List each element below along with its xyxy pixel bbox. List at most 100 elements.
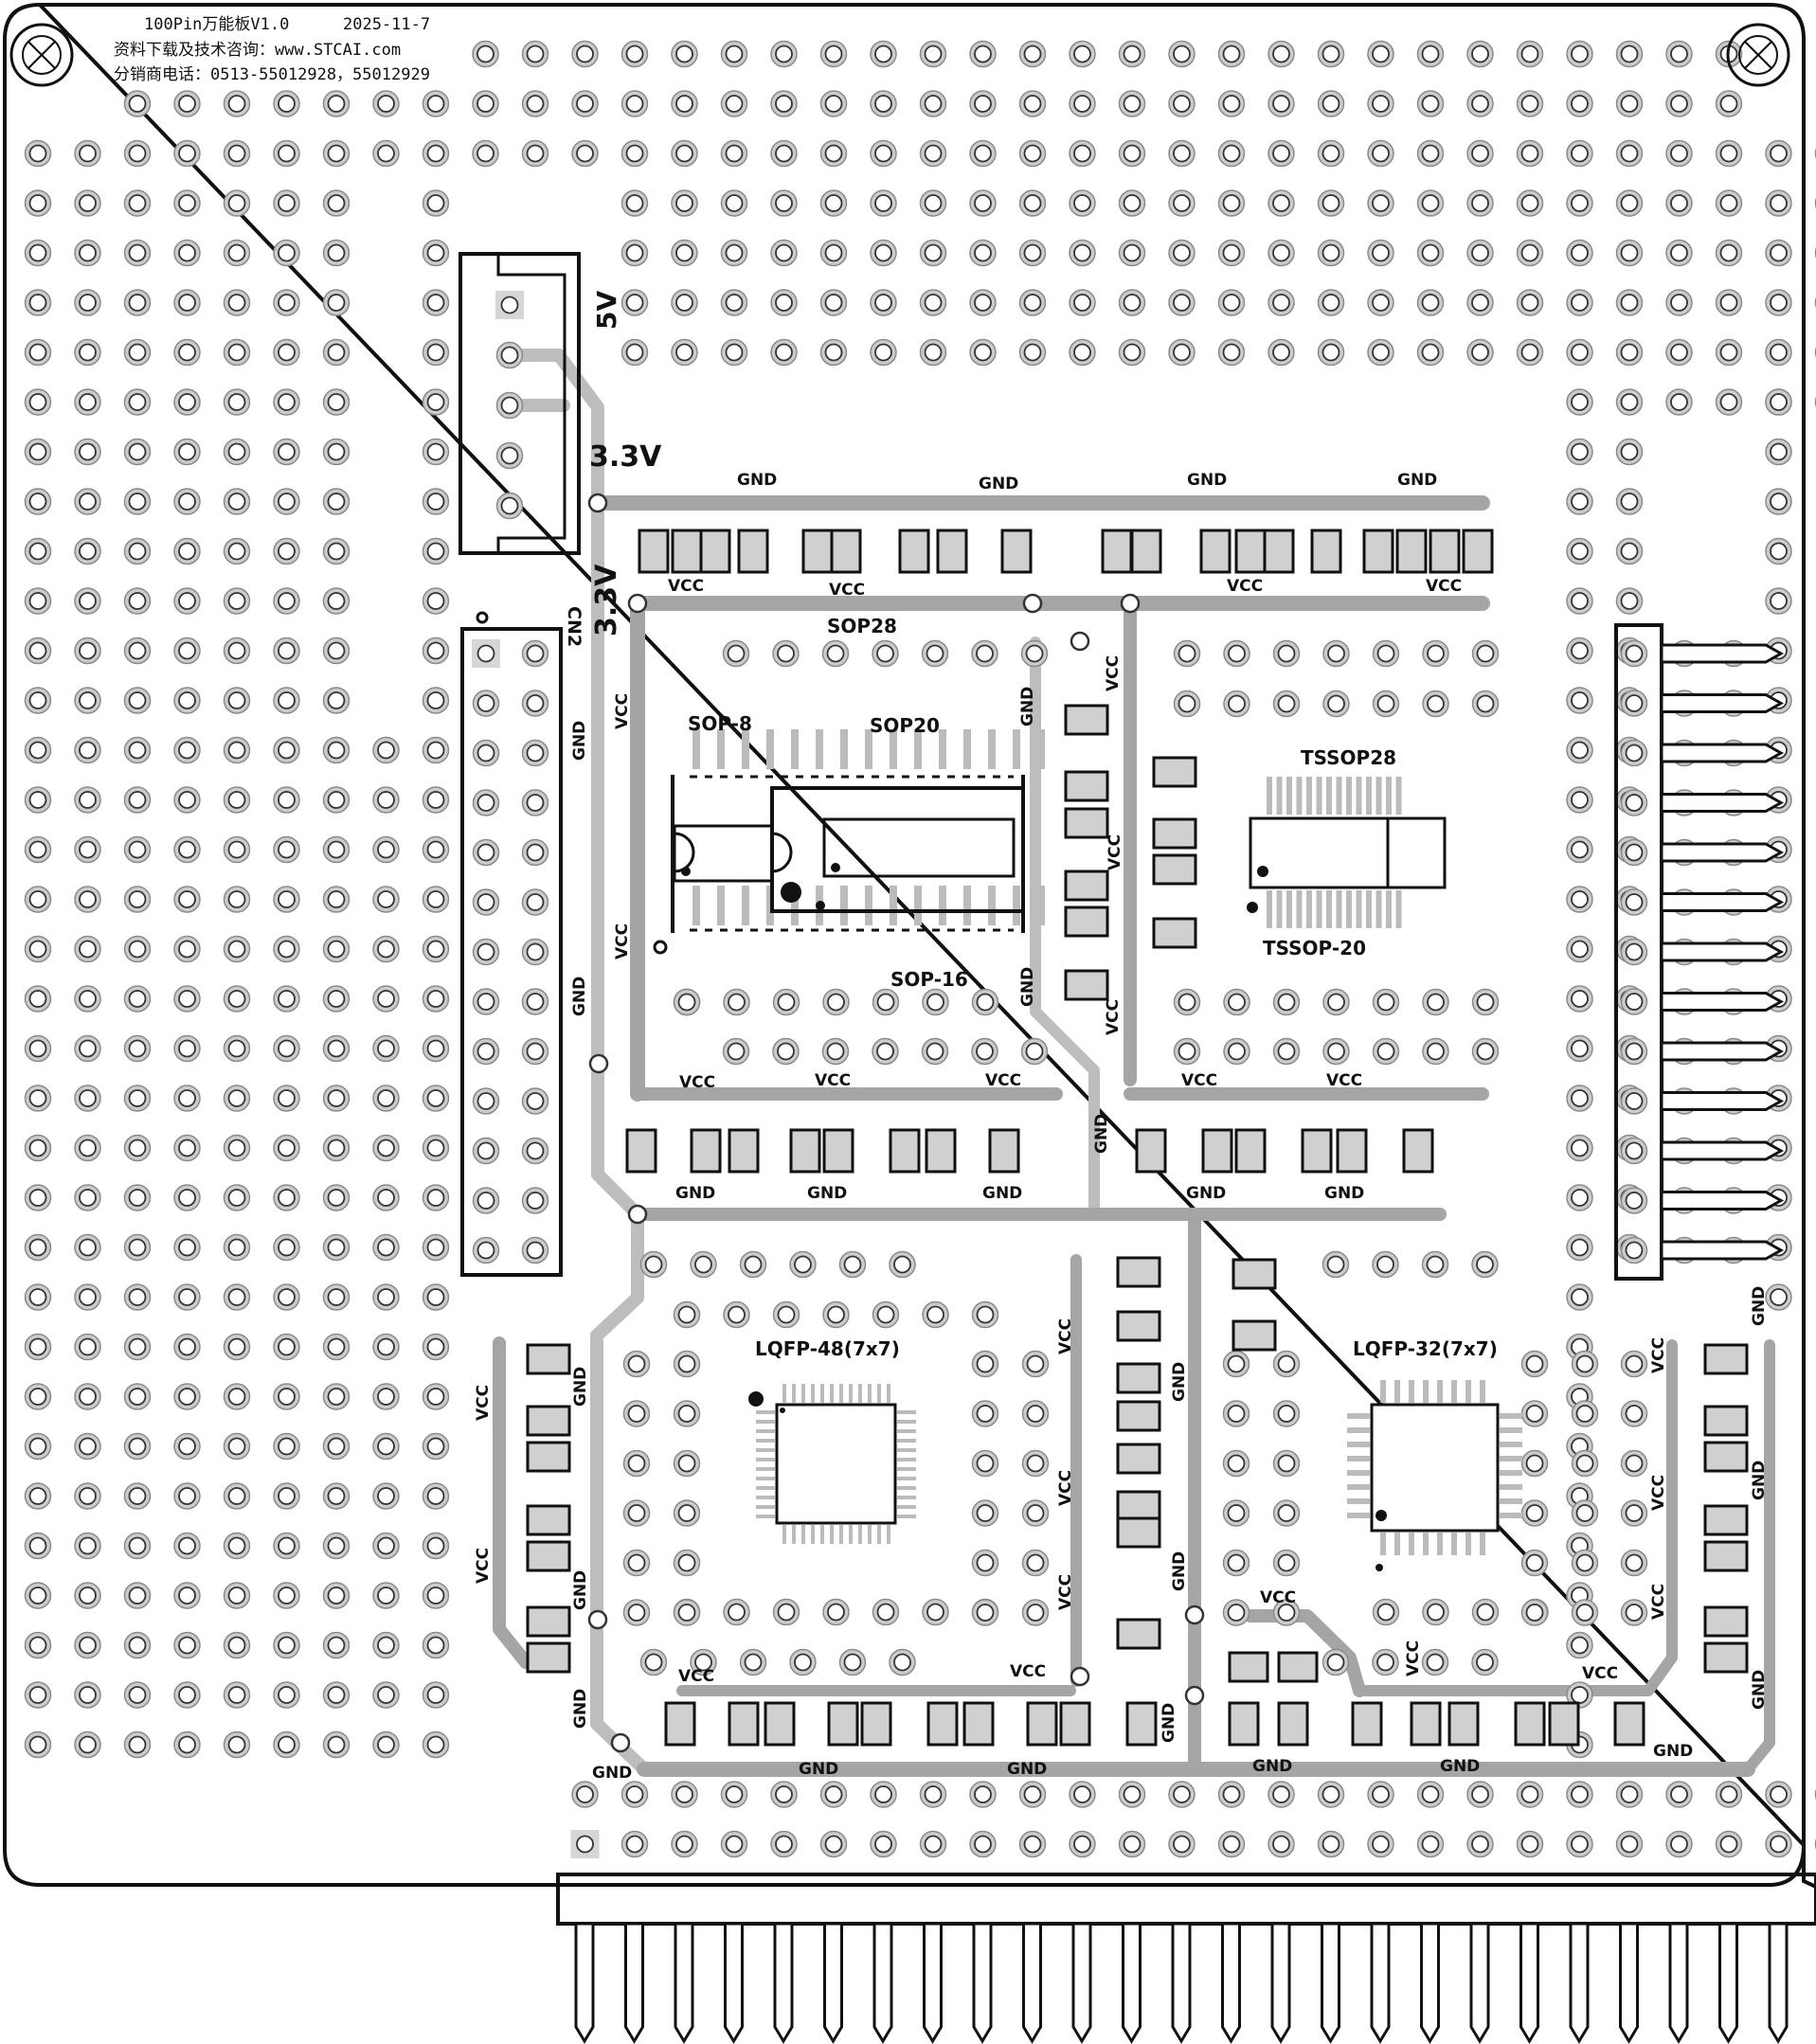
through-hole-drill xyxy=(128,1238,147,1257)
through-hole-drill xyxy=(377,1189,395,1207)
through-hole-drill xyxy=(227,691,246,709)
through-hole-drill xyxy=(128,343,147,362)
through-hole-drill xyxy=(1228,1042,1246,1061)
smd-pad-fill xyxy=(769,1707,790,1741)
through-hole-drill xyxy=(1571,1039,1589,1058)
through-hole-drill xyxy=(426,691,445,709)
through-hole-drill xyxy=(1023,343,1042,362)
through-hole-drill xyxy=(1173,243,1191,262)
through-hole-drill xyxy=(227,493,246,511)
vcc-label: VCC xyxy=(474,1548,493,1584)
tssop-pin xyxy=(1306,777,1312,815)
through-hole-drill xyxy=(526,644,545,663)
through-hole-drill xyxy=(924,194,943,212)
hole-grid xyxy=(24,40,1816,1858)
through-hole-drill xyxy=(1471,343,1489,362)
through-hole-drill xyxy=(79,1735,97,1754)
through-hole-drill xyxy=(28,243,47,262)
header-pin xyxy=(1660,842,1785,863)
through-hole-drill xyxy=(1421,45,1440,63)
through-hole-drill xyxy=(926,1603,944,1622)
vcc-label: VCC xyxy=(1227,577,1263,596)
through-hole-drill xyxy=(327,1238,346,1257)
smd-pad-fill xyxy=(1341,1134,1362,1168)
through-hole-drill xyxy=(1277,694,1296,713)
through-hole-drill xyxy=(1770,1785,1788,1803)
through-hole-drill xyxy=(775,1785,793,1803)
through-hole-drill xyxy=(327,940,346,959)
through-hole-drill xyxy=(1571,1686,1589,1704)
lqfp-pin xyxy=(1394,1380,1400,1403)
edge-pin xyxy=(1221,1922,1241,2044)
through-hole-drill xyxy=(79,1388,97,1406)
board-phone: 分销商电话：0513-55012928，55012929 xyxy=(114,65,430,84)
through-hole-drill xyxy=(526,144,545,163)
through-hole-drill xyxy=(976,1405,995,1423)
smd-pad-fill xyxy=(1619,1707,1640,1741)
through-hole-drill xyxy=(1327,694,1345,713)
lqfp-pin xyxy=(1347,1498,1370,1504)
vcc-label: VCC xyxy=(668,577,704,596)
smd-pad-fill xyxy=(705,534,726,568)
through-hole-drill xyxy=(28,791,47,809)
board-date: 2025-11-7 xyxy=(343,15,430,34)
through-hole-drill xyxy=(1471,45,1489,63)
through-hole-drill xyxy=(28,393,47,411)
through-hole-drill xyxy=(128,1039,147,1058)
through-hole-drill xyxy=(28,741,47,760)
through-hole-drill xyxy=(79,1686,97,1704)
through-hole-drill xyxy=(675,95,693,113)
through-hole-drill xyxy=(128,493,147,511)
through-hole-drill xyxy=(1222,144,1241,163)
through-hole-drill xyxy=(1123,1785,1142,1803)
tssop-pin xyxy=(1276,777,1283,815)
through-hole-drill xyxy=(327,542,346,561)
smd-pad-fill xyxy=(1122,1316,1156,1336)
lqfp-pin xyxy=(1480,1380,1485,1403)
through-hole-drill xyxy=(1372,45,1390,63)
through-hole-drill xyxy=(1571,791,1589,809)
lqfp-pin xyxy=(1500,1413,1522,1419)
through-hole-drill xyxy=(28,1288,47,1306)
lqfp-pin xyxy=(1480,1533,1485,1555)
through-hole-drill xyxy=(1272,243,1290,262)
through-hole-drill xyxy=(128,641,147,660)
through-hole-drill xyxy=(1421,243,1440,262)
smd-pad-fill xyxy=(1131,1707,1152,1741)
through-hole-drill xyxy=(1571,940,1589,959)
sop-pin xyxy=(816,729,823,769)
through-hole-drill xyxy=(1427,644,1445,663)
through-hole-drill xyxy=(377,1039,395,1058)
through-hole-drill xyxy=(79,641,97,660)
through-hole-drill xyxy=(79,741,97,760)
through-hole-drill xyxy=(476,144,494,163)
through-hole-drill xyxy=(677,1454,696,1473)
through-hole-drill xyxy=(1023,45,1042,63)
through-hole-drill xyxy=(79,493,97,511)
through-hole-drill xyxy=(1575,1405,1594,1423)
sop8-notch xyxy=(674,832,695,873)
via xyxy=(1184,1685,1205,1706)
through-hole-drill xyxy=(1272,1835,1290,1854)
lqfp-pin xyxy=(756,1410,775,1414)
through-hole-drill xyxy=(1073,194,1091,212)
via xyxy=(1120,593,1141,614)
via xyxy=(587,1609,608,1630)
through-hole-drill xyxy=(227,1089,246,1107)
through-hole-drill xyxy=(1123,45,1142,63)
header-pin xyxy=(1660,693,1785,713)
through-hole-drill xyxy=(278,144,296,163)
through-hole-drill xyxy=(178,542,196,561)
through-hole-drill xyxy=(1620,542,1639,561)
lqfp-pin xyxy=(897,1515,916,1518)
vcc-label: VCC xyxy=(1649,1337,1668,1373)
through-hole-drill xyxy=(28,542,47,561)
through-hole-drill xyxy=(1571,691,1589,709)
smd-pad-fill xyxy=(1709,1410,1743,1431)
through-hole-drill xyxy=(178,1189,196,1207)
through-hole-drill xyxy=(1719,243,1738,262)
through-hole-drill xyxy=(426,1536,445,1555)
through-hole-drill xyxy=(725,144,744,163)
through-hole-drill xyxy=(1123,343,1142,362)
through-hole-drill xyxy=(1719,1785,1738,1803)
